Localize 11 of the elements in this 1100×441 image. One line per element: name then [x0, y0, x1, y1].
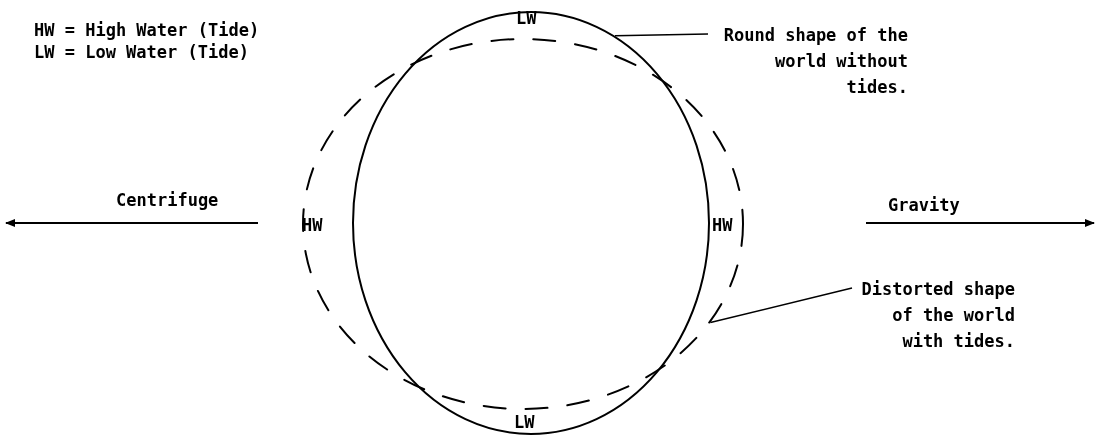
leader-line — [709, 287, 853, 324]
callout-text: Distorted shape of the world with tides. — [855, 276, 1015, 354]
force-label: Gravity — [888, 195, 960, 215]
force-label: Centrifuge — [116, 190, 219, 210]
globe-outline — [352, 11, 710, 435]
water-level-label: LW — [514, 412, 535, 432]
water-level-label: HW — [712, 215, 733, 235]
legend-text: HW = High Water (Tide) — [34, 20, 260, 40]
callout-text: Round shape of the world without tides. — [708, 22, 908, 100]
legend-text: LW = Low Water (Tide) — [34, 42, 249, 62]
leader-line — [614, 33, 709, 37]
